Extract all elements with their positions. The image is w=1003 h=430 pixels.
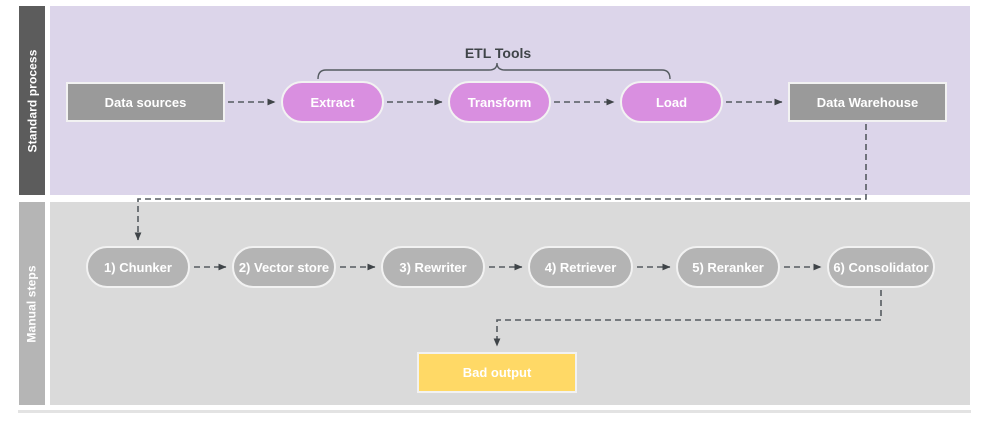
bottom-divider bbox=[18, 410, 971, 413]
node-load[interactable]: Load bbox=[620, 81, 723, 123]
etl-tools-label: ETL Tools bbox=[464, 45, 532, 61]
node-chunker[interactable]: 1) Chunker bbox=[86, 246, 190, 288]
node-data-sources[interactable]: Data sources bbox=[66, 82, 225, 122]
node-data-warehouse[interactable]: Data Warehouse bbox=[788, 82, 947, 122]
node-transform[interactable]: Transform bbox=[448, 81, 551, 123]
node-rewriter[interactable]: 3) Rewriter bbox=[381, 246, 485, 288]
node-reranker[interactable]: 5) Reranker bbox=[676, 246, 780, 288]
lane-label-manual-steps: Manual steps bbox=[25, 264, 40, 343]
node-bad-output[interactable]: Bad output bbox=[417, 352, 577, 393]
node-extract[interactable]: Extract bbox=[281, 81, 384, 123]
node-consolidator[interactable]: 6) Consolidator bbox=[827, 246, 935, 288]
node-vector-store[interactable]: 2) Vector store bbox=[232, 246, 336, 288]
lane-header-standard-process: Standard process bbox=[18, 5, 46, 196]
node-retriever[interactable]: 4) Retriever bbox=[528, 246, 633, 288]
lane-header-manual-steps: Manual steps bbox=[18, 201, 46, 406]
lane-label-standard-process: Standard process bbox=[25, 49, 39, 152]
